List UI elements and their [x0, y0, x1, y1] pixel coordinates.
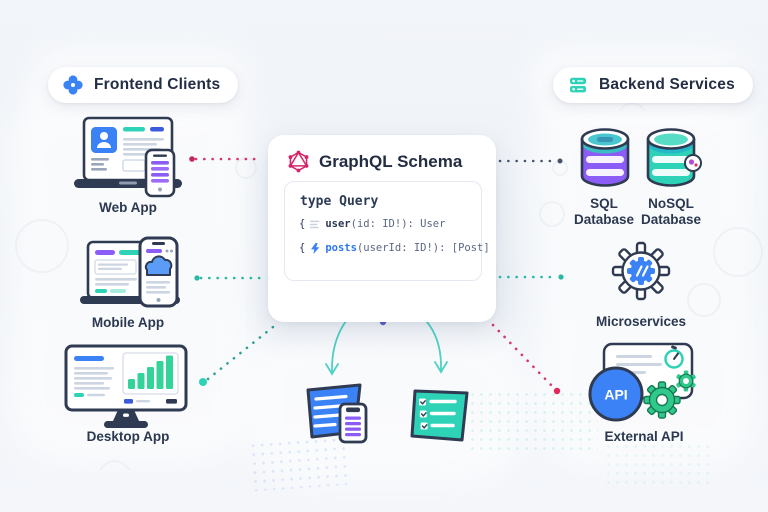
- line-mobileapp-schema: [194, 275, 264, 281]
- graphql-schema-card: GraphQL Schema type Query { user(id: ID!…: [268, 135, 496, 322]
- server-icon: [570, 77, 586, 93]
- api-badge-text: API: [604, 387, 627, 403]
- sql-database-icon: [580, 128, 630, 187]
- halftone-dots-teal-2: [604, 442, 714, 488]
- frontend-clients-badge: Frontend Clients: [48, 67, 239, 103]
- nosql-database-label: NoSQL Database: [640, 196, 702, 227]
- line-schema-microservices: [498, 274, 564, 280]
- line-desktopapp-schema: [199, 325, 275, 386]
- line-schema-sql: [498, 158, 563, 164]
- frontend-clients-label: Frontend Clients: [94, 76, 221, 93]
- bg-blob-bottom-center: [244, 324, 528, 484]
- teal-checklist-illustration: [410, 389, 469, 442]
- schema-card-title-row: GraphQL Schema: [268, 135, 496, 173]
- blue-document-illustration: [306, 383, 368, 444]
- nosql-database-icon: [646, 128, 702, 187]
- list-icon: [310, 220, 320, 228]
- schema-title: GraphQL Schema: [319, 151, 463, 171]
- external-api-illustration: API: [588, 342, 696, 422]
- microservices-label: Microservices: [595, 314, 687, 329]
- sql-database-label: SQL Database: [573, 196, 635, 227]
- graphql-icon: [288, 150, 309, 173]
- line-webapp-schema: [189, 156, 264, 162]
- halftone-dots-teal: [468, 390, 598, 454]
- apps-icon: [63, 75, 83, 95]
- code-line-posts: { posts(userId: ID!): [Post]: [299, 242, 490, 254]
- desktop-app-label: Desktop App: [86, 429, 170, 444]
- mobile-app-illustration: [80, 236, 180, 308]
- code-line-user: { user(id: ID!): User: [299, 218, 446, 230]
- bolt-icon: [311, 242, 320, 254]
- schema-code-box: type Query { user(id: ID!): User { posts…: [284, 181, 490, 281]
- web-app-illustration: [74, 116, 182, 198]
- backend-services-label: Backend Services: [599, 76, 735, 93]
- code-type-query: type Query: [300, 194, 379, 209]
- mobile-app-label: Mobile App: [91, 315, 165, 330]
- web-app-label: Web App: [99, 200, 157, 215]
- backend-services-badge: Backend Services: [553, 67, 753, 103]
- desktop-app-illustration: [64, 344, 188, 428]
- line-schema-externalapi: [491, 323, 561, 395]
- external-api-label: External API: [604, 429, 684, 444]
- microservices-gear-icon: [611, 241, 671, 301]
